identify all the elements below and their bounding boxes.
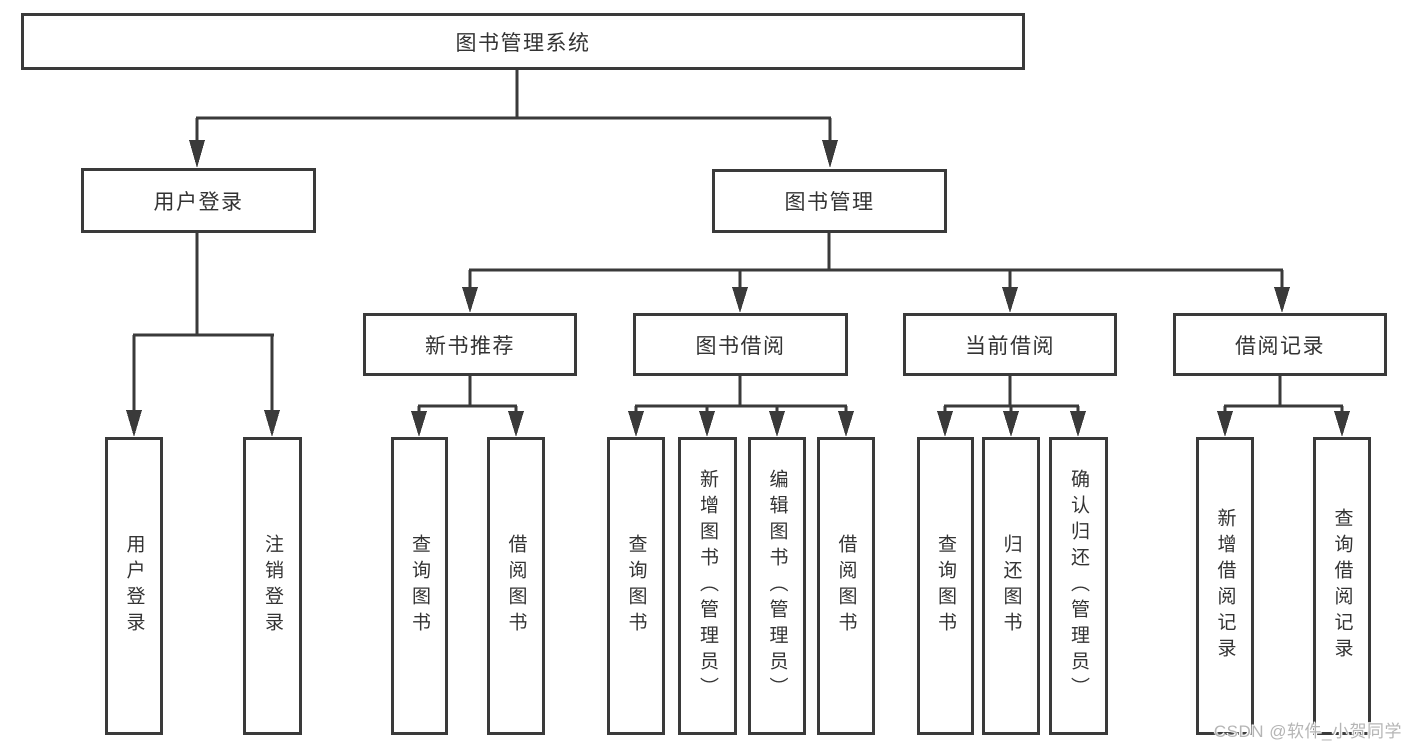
node-leaf-add-books-admin: 新增图书（管理员） <box>678 437 737 735</box>
node-current-borrowing: 当前借阅 <box>903 313 1117 376</box>
node-leaf-borrow-books-2: 借阅图书 <box>817 437 875 735</box>
node-leaf-logout: 注销登录 <box>243 437 302 735</box>
node-leaf-query-books-2: 查询图书 <box>607 437 665 735</box>
node-leaf-query-books-1: 查询图书 <box>391 437 448 735</box>
node-borrowing-records-label: 借阅记录 <box>1235 334 1325 358</box>
watermark: CSDN @软件_小贺同学 <box>1213 722 1402 741</box>
node-leaf-edit-books-admin: 编辑图书（管理员） <box>748 437 806 735</box>
node-leaf-borrow-books-1: 借阅图书 <box>487 437 545 735</box>
node-book-borrowing: 图书借阅 <box>633 313 848 376</box>
node-book-borrowing-label: 图书借阅 <box>695 334 786 358</box>
node-leaf-confirm-return-admin: 确认归还（管理员） <box>1049 437 1108 735</box>
node-leaf-query-borrow-record: 查询借阅记录 <box>1313 437 1371 735</box>
node-leaf-query-books-3: 查询图书 <box>917 437 974 735</box>
node-book-management: 图书管理 <box>712 169 947 233</box>
node-leaf-return-books: 归还图书 <box>982 437 1040 735</box>
node-leaf-user-login: 用户登录 <box>105 437 163 735</box>
node-borrowing-records: 借阅记录 <box>1173 313 1387 376</box>
node-new-book-recommend: 新书推荐 <box>363 313 577 376</box>
node-new-book-recommend-label: 新书推荐 <box>425 334 515 358</box>
node-user-login: 用户登录 <box>81 168 316 233</box>
node-current-borrowing-label: 当前借阅 <box>965 334 1055 358</box>
node-book-management-label: 图书管理 <box>784 191 875 214</box>
node-user-login-label: 用户登录 <box>153 190 244 214</box>
node-root-label: 图书管理系统 <box>455 31 591 55</box>
node-leaf-add-borrow-record: 新增借阅记录 <box>1196 437 1254 735</box>
node-root: 图书管理系统 <box>21 13 1025 70</box>
